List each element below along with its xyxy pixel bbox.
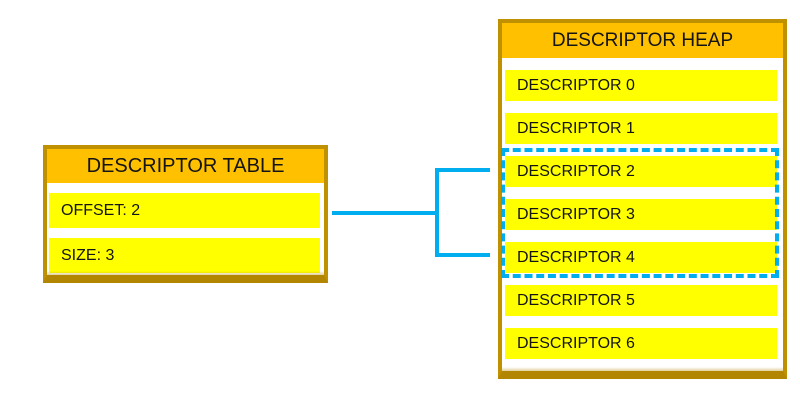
heap-row-descriptor-2: DESCRIPTOR 2	[505, 156, 777, 187]
connector-line-middle	[332, 211, 439, 215]
heap-row-descriptor-0: DESCRIPTOR 0	[505, 70, 777, 101]
table-row-size: SIZE: 3	[49, 238, 320, 273]
descriptor-table-title: DESCRIPTOR TABLE	[47, 149, 324, 183]
connector-bracket-vertical	[435, 168, 439, 257]
table-row-offset: OFFSET: 2	[49, 193, 320, 228]
heap-row-descriptor-1: DESCRIPTOR 1	[505, 113, 777, 144]
descriptor-heap-box: DESCRIPTOR HEAP DESCRIPTOR 0 DESCRIPTOR …	[498, 19, 787, 379]
heap-row-descriptor-4: DESCRIPTOR 4	[505, 242, 777, 273]
heap-row-descriptor-5: DESCRIPTOR 5	[505, 285, 777, 316]
descriptor-heap-title: DESCRIPTOR HEAP	[502, 23, 783, 58]
heap-row-descriptor-6: DESCRIPTOR 6	[505, 328, 777, 359]
descriptor-table-box: DESCRIPTOR TABLE OFFSET: 2 SIZE: 3	[43, 145, 328, 283]
connector-arm-bottom	[435, 253, 490, 257]
connector-arm-top	[435, 168, 490, 172]
heap-row-descriptor-3: DESCRIPTOR 3	[505, 199, 777, 230]
